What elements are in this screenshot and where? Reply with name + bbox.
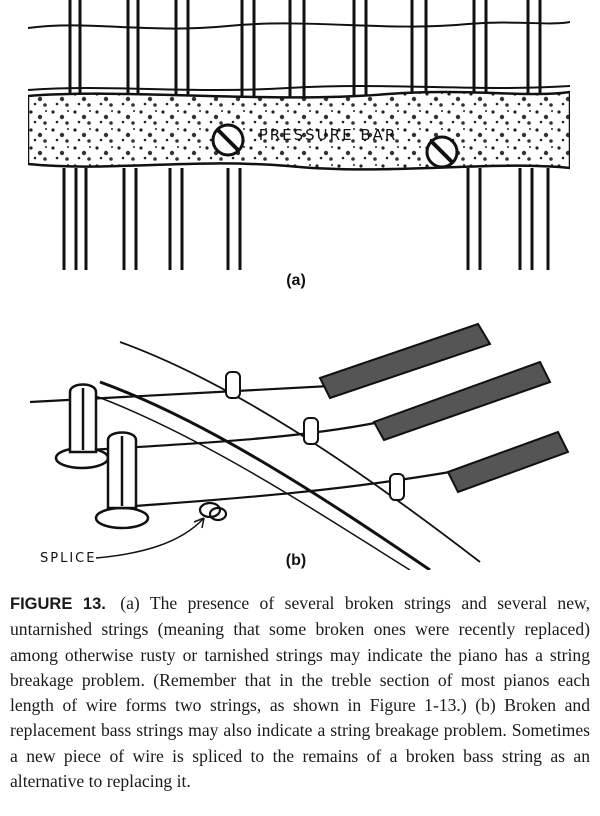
screw-icon xyxy=(425,135,459,169)
pressure-bar-callout: PRESSURE BAR xyxy=(259,126,398,144)
pressure-bar-illustration: PRESSURE BAR xyxy=(28,0,570,270)
screw-icon xyxy=(211,123,245,157)
upper-strings xyxy=(68,0,542,100)
splice-knot xyxy=(198,501,228,522)
wound-bass-strings xyxy=(318,322,570,494)
panel-label-b: (b) xyxy=(285,552,307,569)
caption-text: (a) The presence of several broken strin… xyxy=(10,593,590,792)
splice-callout: SPLICE xyxy=(40,551,96,566)
figure-number: FIGURE 13. xyxy=(10,595,106,613)
bass-strings-illustration: SPLICE xyxy=(30,322,570,570)
hitch-pin-icon xyxy=(94,431,150,530)
lower-strings xyxy=(62,168,550,270)
panel-label-a: (a) xyxy=(286,272,306,289)
figure-caption: FIGURE 13. (a) The presence of several b… xyxy=(10,591,590,794)
